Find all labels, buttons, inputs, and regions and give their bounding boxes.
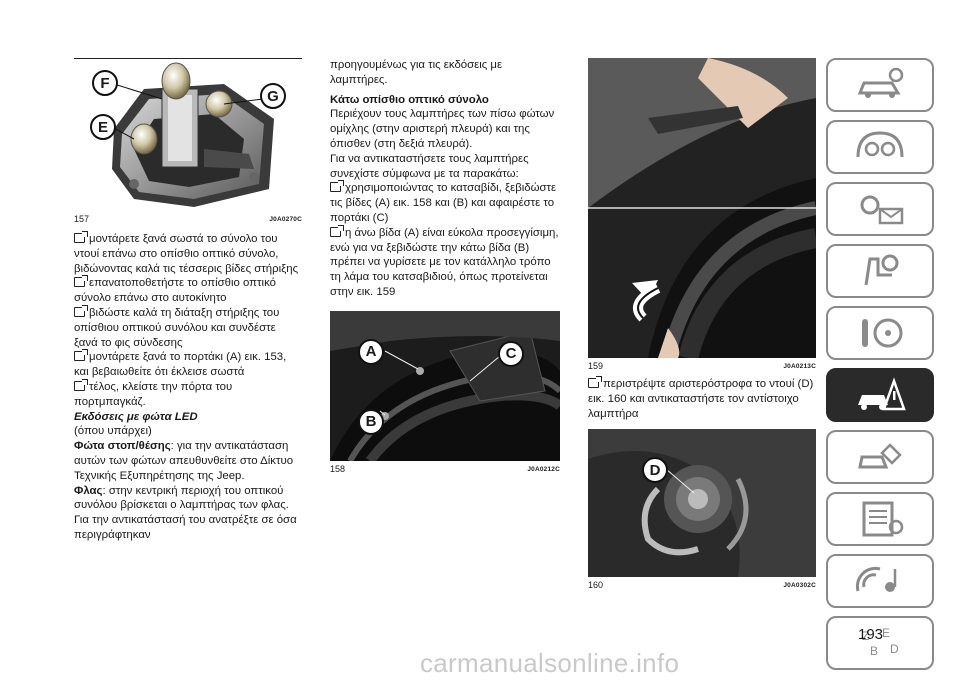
callout-b: B [358,408,384,435]
figure-160: D [588,429,816,578]
figure-158-caption: 158 J0A0212C [330,464,560,474]
figure-code: J0A0270C [269,216,302,223]
callout-a: A [358,338,384,365]
seat-safety-icon [864,254,899,286]
column-left: F G E 157 J0A0270C μοντάρετε ξανά σωστά … [74,58,302,543]
tab-car-info[interactable] [826,58,934,112]
bullet-text: μοντάρετε ξανά το πορτάκι (A) εικ. 153, … [74,351,287,379]
bullet-item: μοντάρετε ξανά σωστά το σύνολο του ντουί… [74,231,302,276]
callout-c: C [498,340,524,367]
rear-light-bulb-holder-image [111,62,280,207]
callout-e: E [90,114,116,140]
tab-starting-driving[interactable] [826,306,934,360]
figure-number: 157 [74,214,90,224]
bullet-text: χρησιμοποιώντας το κατσαβίδι, ξεβιδώστε … [330,182,557,224]
bullet-item: τέλος, κλείστε την πόρτα του πορτμπαγκάζ… [74,378,302,410]
bullet-icon [74,275,88,288]
paragraph: Για να αντικαταστήσετε τους λαμπτήρες συ… [330,152,529,180]
flag-paragraph: Φλας: στην κεντρική περιοχή του οπτικού … [74,484,302,543]
bulb-socket-image [588,429,816,578]
svg-text:E: E [882,626,890,640]
stop-text: : για την αντικατάσταση αυτών των φώτων … [74,440,294,482]
figure-158: A C B [330,310,560,461]
flag-text: : στην κεντρική περιοχή του οπτικού συνό… [74,484,297,541]
bullet-text: τέλος, κλείστε την πόρτα του πορτμπαγκάζ… [74,380,233,408]
bullet-item: περιστρέψτε αριστερόστροφα το ντουί (D) … [588,376,816,421]
column-middle: προηγουμένως για τις εκδόσεις με λαμπτήρ… [330,58,560,474]
stop-paragraph: Φώτα στοπ/θέσης: για την αντικατάσταση α… [74,439,302,483]
bullet-item: μοντάρετε ξανά το πορτάκι (A) εικ. 153, … [74,349,302,380]
bullet-item: επανατοποθετήστε το οπίσθιο οπτικό σύνολ… [74,275,302,306]
column-right: 159 J0A0213C περιστρέψτε αριστερόστροφα … [588,58,816,590]
multimedia-icon [855,566,897,592]
bullet-icon [74,349,88,362]
figure-code: J0A0213C [783,363,816,370]
figure-157: F G E [74,58,302,211]
car-info-icon [857,67,904,98]
technical-data-icon [862,501,904,537]
bullet-item: χρησιμοποιώντας το κατσαβίδι, ξεβιδώστε … [330,180,560,225]
callout-d: D [642,457,668,484]
figure-number: 160 [588,580,604,591]
bullet-text: βιδώστε καλά τη διάταξη στήριξης του οπί… [74,306,280,349]
tab-safety[interactable] [826,244,934,298]
bullet-icon [74,231,88,243]
wheel-arch-liner-image [330,310,560,461]
figure-number: 159 [588,361,604,371]
starting-driving-icon [862,318,903,348]
dashboard-gauge-icon [856,131,904,158]
page-number: 193 [858,626,884,643]
section-heading: Κάτω οπίσθιο οπτικό σύνολο [330,93,489,106]
callout-g: G [260,83,286,109]
figure-number: 158 [330,463,346,474]
svg-text:Z: Z [862,629,869,643]
bullet-item: βιδώστε καλά τη διάταξη στήριξης του οπί… [74,304,302,350]
bullet-icon [330,180,344,193]
flag-label: Φλας [74,484,103,497]
bullet-item: η άνω βίδα (A) είναι εύκολα προσεγγίσιμη… [330,224,560,300]
bullet-icon [588,376,602,388]
figure-160-caption: 160 J0A0302C [588,580,816,590]
bullet-text: επανατοποθετήστε το οπίσθιο οπτικό σύνολ… [74,277,276,305]
tab-multimedia[interactable] [826,554,934,608]
screwdriver-wheel-arch-image [588,58,816,358]
figure-code: J0A0212C [527,465,560,473]
svg-text:D: D [890,642,899,656]
tab-maintenance[interactable] [826,430,934,484]
maintenance-icon [858,443,902,469]
bullet-text: η άνω βίδα (A) είναι εύκολα προσεγγίσιμη… [330,226,559,298]
tab-emergency[interactable] [826,368,934,422]
figure-159-caption: 159 J0A0213C [588,361,816,371]
lights-message-icon [860,195,904,225]
stop-label: Φώτα στοπ/θέσης [74,440,171,453]
figure-157-caption: 157 J0A0270C [74,214,302,224]
watermark: carmanualsonline.info [420,648,680,678]
led-heading: Εκδόσεις με φώτα LED [74,410,198,423]
bullet-icon [74,304,88,317]
emergency-car-icon [858,377,906,411]
bullet-icon [74,378,88,391]
bullet-text: περιστρέψτε αριστερόστροφα το ντουί (D) … [588,378,814,420]
led-subheading: (όπου υπάρχει) [74,425,152,438]
paragraph: Περιέχουν τους λαμπτήρες των πίσω φώτων … [330,108,555,150]
tab-lights-messages[interactable] [826,182,934,236]
bullet-text: μοντάρετε ξανά σωστά το σύνολο του ντουί… [74,233,299,275]
svg-text:B: B [870,644,878,658]
figure-code: J0A0302C [783,582,816,590]
bullet-icon [330,224,344,237]
callout-f: F [92,70,118,96]
tab-dashboard[interactable] [826,120,934,174]
continued-text: προηγουμένως για τις εκδόσεις με λαμπτήρ… [330,59,503,86]
tab-technical-data[interactable] [826,492,934,546]
figure-159 [588,58,816,358]
